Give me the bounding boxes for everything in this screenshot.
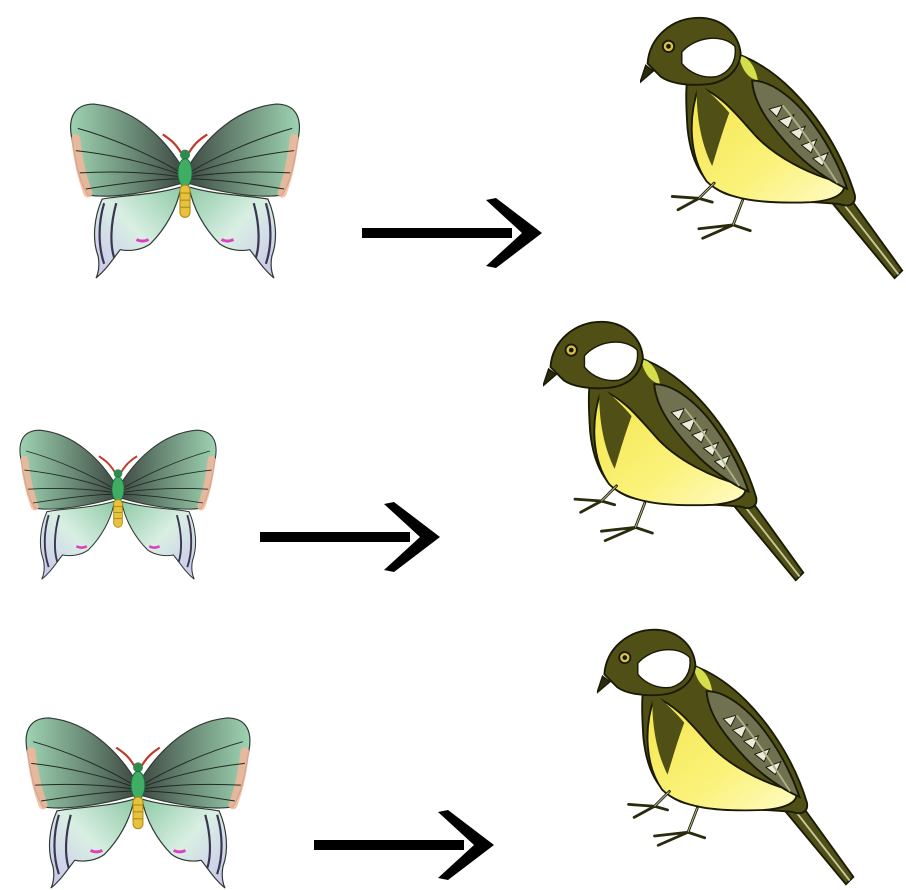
bird-3 <box>594 626 860 888</box>
bird-icon <box>640 14 906 282</box>
butterfly-icon <box>62 98 308 280</box>
butterfly-icon <box>18 712 258 890</box>
arrow-right-icon <box>362 198 542 268</box>
arrow-2 <box>260 502 440 572</box>
arrow-right-icon <box>314 810 494 880</box>
butterfly-icon <box>14 420 222 586</box>
butterfly-3 <box>18 712 258 890</box>
bird-icon <box>538 318 812 584</box>
bird-icon <box>594 626 860 888</box>
bird-2 <box>538 318 812 584</box>
butterfly-1 <box>62 98 308 280</box>
butterfly-2 <box>14 420 222 586</box>
arrow-right-icon <box>260 502 440 572</box>
bird-1 <box>640 14 906 282</box>
arrow-1 <box>362 198 542 268</box>
arrow-3 <box>314 810 494 880</box>
